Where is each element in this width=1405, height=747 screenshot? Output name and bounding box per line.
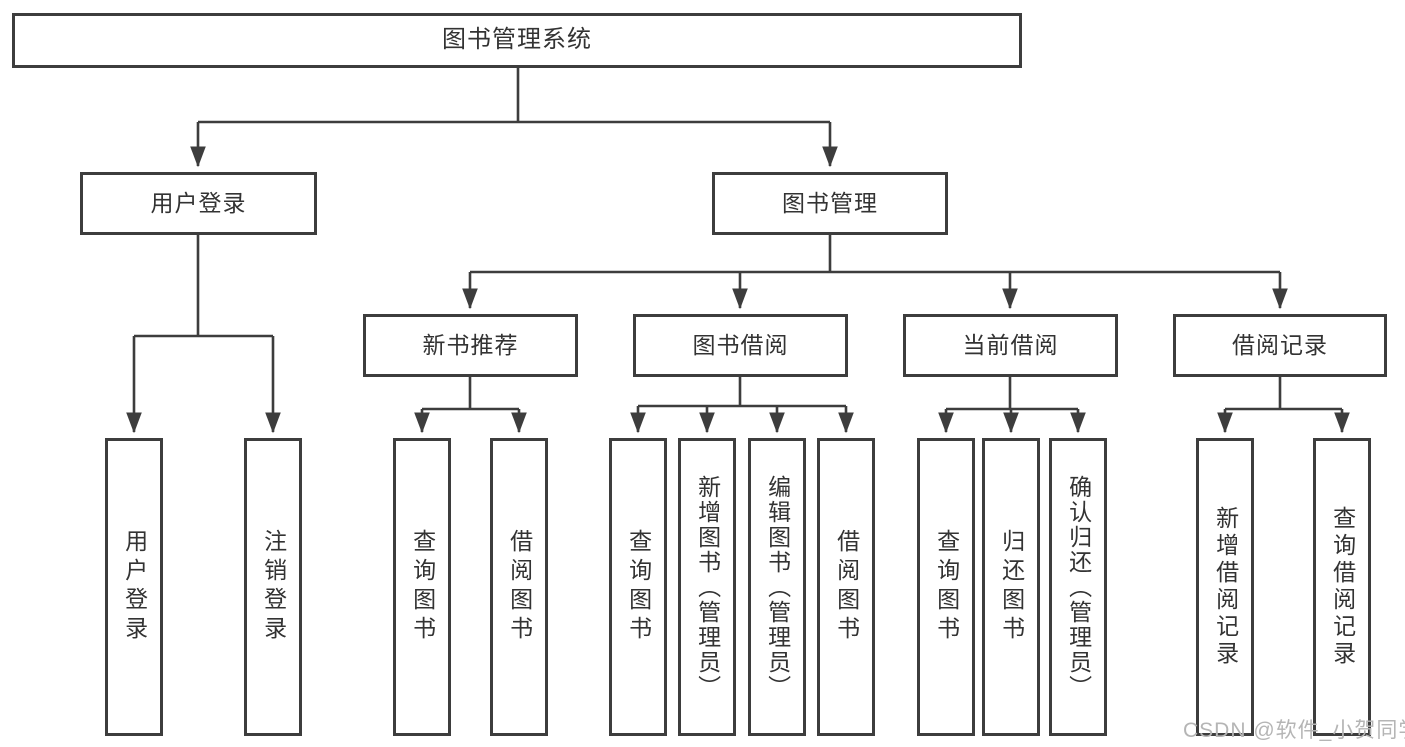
connector-user-login-group xyxy=(134,235,273,338)
leaf-label: 编辑图书（管理员） xyxy=(764,474,791,700)
leaf-bb-edit-book-admin: 编辑图书（管理员） xyxy=(748,438,806,736)
leaf-bb-query-book: 查询图书 xyxy=(609,438,667,736)
connector-new-book-group xyxy=(422,377,519,411)
leaf-label: 查询图书 xyxy=(933,529,960,645)
connector-current-borrow-group xyxy=(946,377,1078,411)
node-user-login: 用户登录 xyxy=(80,172,317,235)
leaf-br-add-record: 新增借阅记录 xyxy=(1196,438,1254,736)
leaf-cb-return-book: 归还图书 xyxy=(982,438,1040,736)
leaf-cb-confirm-return-admin: 确认归还（管理员） xyxy=(1049,438,1107,736)
leaf-label: 查询图书 xyxy=(625,529,652,645)
leaf-label: 新增借阅记录 xyxy=(1212,506,1239,668)
leaf-nb-query-book: 查询图书 xyxy=(393,438,451,736)
connector-root-to-level2 xyxy=(198,68,830,124)
node-current-borrow: 当前借阅 xyxy=(903,314,1118,377)
leaf-label: 借阅图书 xyxy=(506,529,533,645)
leaf-label: 新增图书（管理员） xyxy=(694,474,721,700)
leaf-label: 用户登录 xyxy=(121,529,148,645)
connector-borrow-records-group xyxy=(1225,377,1342,411)
csdn-watermark: CSDN @软件_小贺同学 xyxy=(1183,719,1405,742)
leaf-label: 借阅图书 xyxy=(833,529,860,645)
leaf-logout: 注销登录 xyxy=(244,438,302,736)
node-book-borrow: 图书借阅 xyxy=(633,314,848,377)
leaf-label: 查询图书 xyxy=(409,529,436,645)
leaf-user-login: 用户登录 xyxy=(105,438,163,736)
leaf-br-query-record: 查询借阅记录 xyxy=(1313,438,1371,736)
leaf-label: 注销登录 xyxy=(260,529,287,645)
leaf-label: 归还图书 xyxy=(998,529,1025,645)
leaf-bb-borrow-book: 借阅图书 xyxy=(817,438,875,736)
node-root: 图书管理系统 xyxy=(12,13,1022,68)
leaf-label: 查询借阅记录 xyxy=(1329,506,1356,668)
leaf-label: 确认归还（管理员） xyxy=(1065,474,1092,700)
node-new-book-rec: 新书推荐 xyxy=(363,314,578,377)
node-borrow-records: 借阅记录 xyxy=(1173,314,1387,377)
node-book-mgmt: 图书管理 xyxy=(712,172,948,235)
connector-book-borrow-group xyxy=(638,377,846,408)
leaf-nb-borrow-book: 借阅图书 xyxy=(490,438,548,736)
leaf-cb-query-book: 查询图书 xyxy=(917,438,975,736)
leaf-bb-add-book-admin: 新增图书（管理员） xyxy=(678,438,736,736)
connector-book-mgmt-group xyxy=(470,235,1280,274)
